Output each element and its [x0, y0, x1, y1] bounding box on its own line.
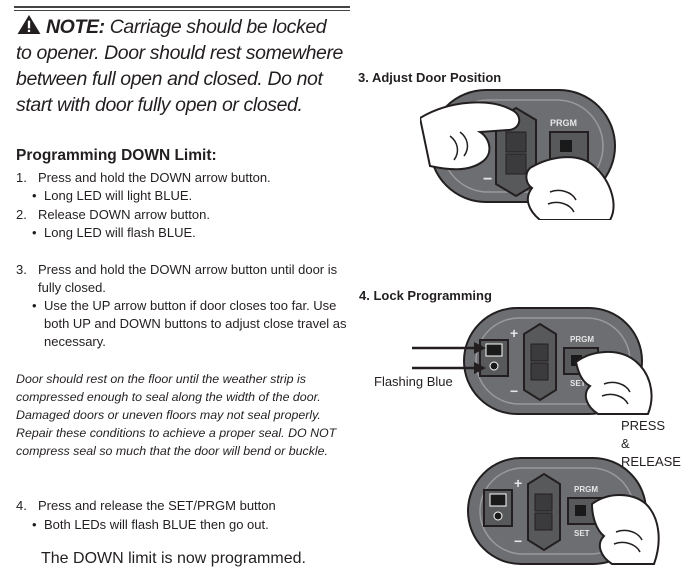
step-text: Release DOWN arrow button.: [38, 207, 210, 222]
top-rule-thin: [14, 10, 350, 11]
minus-label: −: [510, 383, 518, 399]
flashing-blue-label: Flashing Blue: [374, 374, 453, 389]
release-label: RELEASE: [621, 454, 681, 469]
step-3: 3. Press and hold the DOWN arrow button u…: [16, 261, 350, 297]
step-2: 2. Release DOWN arrow button.: [16, 206, 210, 224]
step-number: 2.: [16, 207, 27, 222]
step-text: Press and hold the DOWN arrow button unt…: [38, 262, 338, 295]
flashing-arrows: [412, 342, 486, 374]
lock-programming-figure: + − PRGM SET: [463, 307, 653, 415]
final-statement: The DOWN limit is now programmed.: [41, 550, 306, 567]
note-text: Carriage should be locked to opener. Doo…: [16, 16, 343, 116]
pointing-hand-icon: [420, 101, 521, 171]
adjust-door-figure: + − PRGM: [420, 89, 616, 220]
minus-label: −: [514, 533, 522, 549]
bullet-item: Both LEDs will flash BLUE then go out.: [22, 516, 269, 534]
section-heading: Programming DOWN Limit:: [16, 147, 217, 164]
prgm-label: PRGM: [574, 485, 598, 494]
pointing-hand-icon: [574, 350, 653, 415]
door-seal-note: Door should rest on the floor until the …: [16, 372, 337, 458]
step-4: 4. Press and release the SET/PRGM button: [16, 497, 276, 515]
step-number: 3.: [16, 262, 27, 277]
step-text: Press and release the SET/PRGM button: [38, 498, 276, 513]
step-number: 4.: [16, 498, 27, 513]
note-label: NOTE:: [46, 16, 105, 38]
step-1: 1. Press and hold the DOWN arrow button.: [16, 169, 271, 187]
minus-label: −: [483, 171, 492, 188]
up-down-button: [523, 322, 557, 402]
arrow-right-icon: [412, 362, 486, 374]
step-text: Press and hold the DOWN arrow button.: [38, 170, 271, 185]
bullet-item: Long LED will light BLUE.: [22, 187, 192, 205]
set-label: SET: [570, 379, 586, 388]
release-figure: + − PRGM SET: [467, 457, 660, 565]
prgm-label: PRGM: [550, 118, 577, 128]
arrow-right-icon: [412, 342, 486, 354]
figure-title-adjust: 3. Adjust Door Position: [358, 70, 502, 85]
led-indicator: [575, 505, 586, 516]
set-label: SET: [574, 529, 590, 538]
pointing-hand-icon: [525, 156, 615, 220]
bullet-item: Long LED will flash BLUE.: [22, 224, 196, 242]
figure-title-lock: 4. Lock Programming: [359, 288, 492, 303]
plus-label: +: [514, 475, 522, 491]
pointing-hand-icon: [590, 494, 660, 565]
top-rule: [14, 6, 350, 8]
plus-label: +: [510, 325, 518, 341]
press-label: PRESS: [621, 418, 666, 433]
bullet-item: Use the UP arrow button if door closes t…: [22, 297, 362, 351]
step-number: 1.: [16, 170, 27, 185]
up-down-button: [527, 472, 561, 552]
prgm-label: PRGM: [570, 335, 594, 344]
led-indicator: [560, 140, 572, 152]
warning-triangle-icon: [17, 14, 41, 35]
note-paragraph: NOTE: Carriage should be locked to opene…: [16, 14, 346, 118]
ampersand-label: &: [621, 436, 630, 451]
